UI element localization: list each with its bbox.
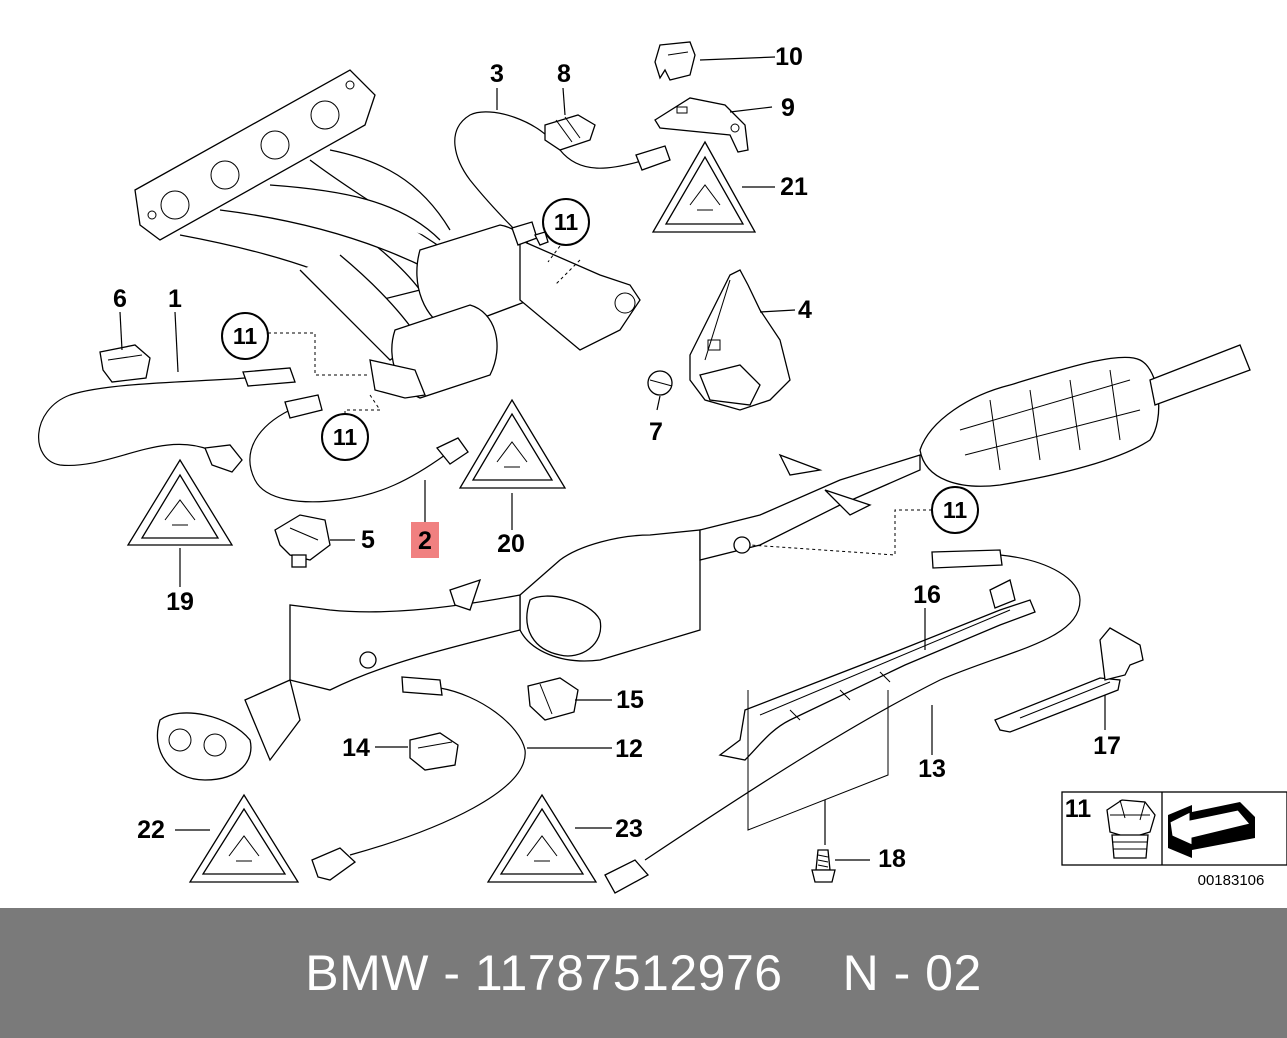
warning-triangle-20 — [458, 398, 567, 489]
footer-separator: - — [443, 945, 461, 1001]
circled-label: 11 — [333, 424, 358, 450]
warning-triangle-19 — [126, 458, 234, 546]
callout-23: 23 — [615, 815, 643, 843]
callout-5: 5 — [361, 526, 375, 554]
sensor-guide-17 — [994, 627, 1144, 733]
clip-6 — [99, 344, 151, 383]
front-catalytic-converters — [369, 224, 641, 399]
circled-marker-11-d: 11 — [749, 486, 979, 556]
nut-7 — [647, 370, 673, 411]
circled-marker-11-a: 11 — [542, 198, 590, 286]
warning-triangle-22 — [188, 793, 300, 883]
circled-label: 11 — [554, 209, 579, 235]
footer-part-number: 11787512976 — [474, 945, 783, 1001]
circled-marker-11-b: 11 — [221, 312, 370, 376]
bracket-10 — [654, 41, 696, 81]
oxygen-sensor-3 — [454, 111, 671, 246]
oxygen-sensor-13 — [604, 549, 1081, 894]
footer-variant: N - 02 — [842, 945, 982, 1001]
oxygen-sensor-1 — [38, 367, 296, 473]
callout-7: 7 — [649, 418, 663, 446]
callout-12: 12 — [615, 735, 643, 763]
inset-number: 11 — [1065, 795, 1092, 823]
footer-bar: BMW - 11787512976 N - 02 — [0, 908, 1287, 1038]
parts-diagram: 11 11 11 11 — [38, 41, 1287, 894]
callout-20: 20 — [497, 530, 525, 558]
cable-guide-16 — [718, 579, 1036, 761]
callout-9: 9 — [781, 94, 795, 122]
clip-14 — [409, 732, 459, 771]
circled-label: 11 — [943, 497, 968, 523]
clip-8 — [544, 114, 596, 151]
callout-1: 1 — [168, 285, 182, 313]
callout-8: 8 — [557, 60, 571, 88]
callout-18: 18 — [878, 845, 906, 873]
bracket-4 — [689, 269, 791, 411]
reference-code: 00183106 — [1198, 872, 1265, 889]
bracket-9 — [654, 97, 749, 153]
callout-4: 4 — [798, 296, 812, 324]
callout-3: 3 — [490, 60, 504, 88]
callout-17: 17 — [1093, 732, 1121, 760]
callout-14: 14 — [342, 734, 370, 762]
direction-arrow-icon — [1168, 802, 1255, 858]
exhaust-manifold — [134, 69, 451, 361]
number-callouts: 1 2 3 4 5 6 7 8 9 10 12 13 14 15 16 17 1… — [113, 43, 1121, 873]
clip-15 — [527, 677, 579, 721]
rear-silencer — [919, 344, 1251, 487]
circled-label: 11 — [233, 323, 258, 349]
callout-21: 21 — [780, 173, 808, 201]
callout-2: 2 — [418, 527, 432, 555]
callout-22: 22 — [137, 816, 165, 844]
circled-marker-11-c: 11 — [321, 394, 381, 461]
callout-10: 10 — [775, 43, 803, 71]
highlight-box — [411, 522, 439, 558]
warning-triangle-23 — [486, 793, 598, 883]
warning-triangle-21 — [651, 140, 757, 233]
callout-19: 19 — [166, 588, 194, 616]
screw-18 — [811, 849, 836, 883]
clip-5 — [274, 514, 331, 568]
callout-6: 6 — [113, 285, 127, 313]
oxygen-sensor-12 — [311, 676, 526, 881]
callout-16: 16 — [913, 581, 941, 609]
callout-13: 13 — [918, 755, 946, 783]
inset-box: 11 00183106 — [1061, 791, 1287, 889]
middle-pipe — [156, 453, 921, 781]
callout-15: 15 — [616, 686, 644, 714]
oxygen-sensor-2 — [249, 394, 469, 503]
leader-lines — [119, 56, 1106, 861]
footer-title: BMW - 11787512976 N - 02 — [0, 908, 1287, 1038]
footer-brand: BMW — [305, 945, 429, 1001]
plug-bolt-icon — [1106, 799, 1156, 859]
